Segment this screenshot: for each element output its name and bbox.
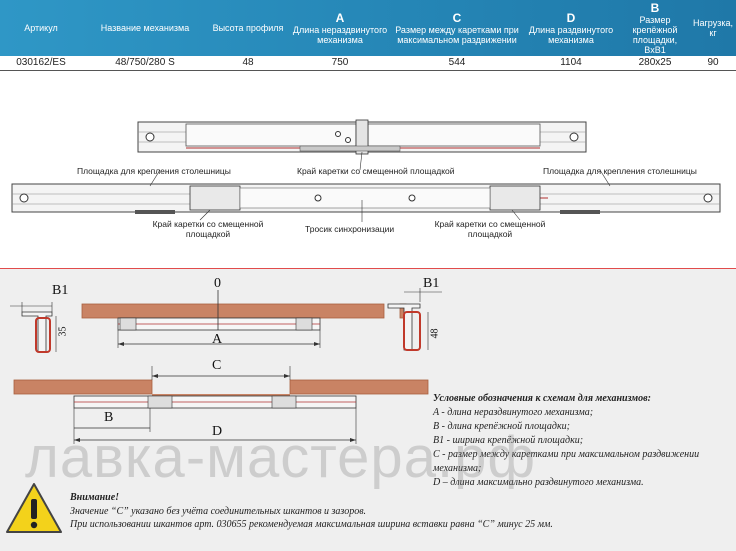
legend-item-c: C - размер между каретками при максималь… <box>433 449 700 474</box>
legend-title: Условные обозначения к схемам для механи… <box>433 393 651 404</box>
notice-title: Внимание! <box>70 492 120 503</box>
legend-item-b: B - длина крепёжной площадки; <box>433 421 570 432</box>
label-b1-right: B1 <box>423 276 440 291</box>
label-edge-bottom-left: Край каретки со смещенной площадкой <box>152 219 264 239</box>
label-cable: Тросик синхронизации <box>305 224 395 234</box>
spec-table: Артикул Название механизма Высота профил… <box>0 0 736 71</box>
warning-icon <box>6 483 62 533</box>
dimension-scheme <box>0 268 736 551</box>
cell-length-a: 750 <box>288 56 392 71</box>
label-48: 48 <box>429 328 441 339</box>
legend-item-a: A - длина нераздвинутого механизма; <box>433 407 594 418</box>
cell-length-d: 1104 <box>522 56 620 71</box>
label-d: D <box>212 424 223 439</box>
label-platform-right: Площадка для крепления столешницы <box>543 166 697 176</box>
notice-line-1: Значение “C” указано без учёта соедините… <box>70 505 367 517</box>
legend-item-b1: B1 - ширина крепёжной площадки; <box>433 435 584 446</box>
cell-article: 030162/ES <box>0 56 82 71</box>
label-edge-bottom-right: Край каретки со смещенной площадкой <box>434 219 546 239</box>
scheme-extended <box>13 366 429 444</box>
cell-height: 48 <box>208 56 288 71</box>
label-b1-left: B1 <box>52 283 69 298</box>
cell-size-c: 544 <box>392 56 522 71</box>
label-a: A <box>212 332 223 347</box>
header-name: Название механизма <box>100 23 190 33</box>
scheme-collapsed <box>81 290 407 348</box>
profile-right <box>387 288 442 351</box>
table-header-row: Артикул Название механизма Высота профил… <box>0 0 736 56</box>
mechanism-drawing <box>11 119 721 222</box>
label-b: B <box>104 410 114 425</box>
leader-lines <box>149 151 611 222</box>
label-edge-top: Край каретки со смещенной площадкой <box>297 166 455 176</box>
collapsed-mechanism <box>137 119 587 155</box>
notice-line-2: При использовании шкантов арт. 030655 ре… <box>70 519 553 530</box>
label-platform-left: Площадка для крепления столешницы <box>77 166 231 176</box>
label-35: 35 <box>57 326 69 337</box>
cell-name: 48/750/280 S <box>82 56 208 71</box>
header-article: Артикул <box>24 23 58 33</box>
table-row: 030162/ES 48/750/280 S 48 750 544 1104 2… <box>0 56 736 71</box>
label-zero: 0 <box>214 276 221 291</box>
legend-item-d: D – длина максимально раздвинутого механ… <box>433 477 644 488</box>
cell-platform-b: 280x25 <box>620 56 690 71</box>
label-c: C <box>212 358 222 373</box>
cell-load: 90 <box>690 56 736 71</box>
notice: Внимание! Значение “C” указано без учёта… <box>70 491 730 532</box>
legend: Условные обозначения к схемам для механи… <box>433 392 733 490</box>
header-load: Нагрузка, кг <box>693 18 733 38</box>
header-height: Высота профиля <box>212 23 284 33</box>
extended-mechanism <box>11 183 721 214</box>
profile-left <box>10 302 57 353</box>
